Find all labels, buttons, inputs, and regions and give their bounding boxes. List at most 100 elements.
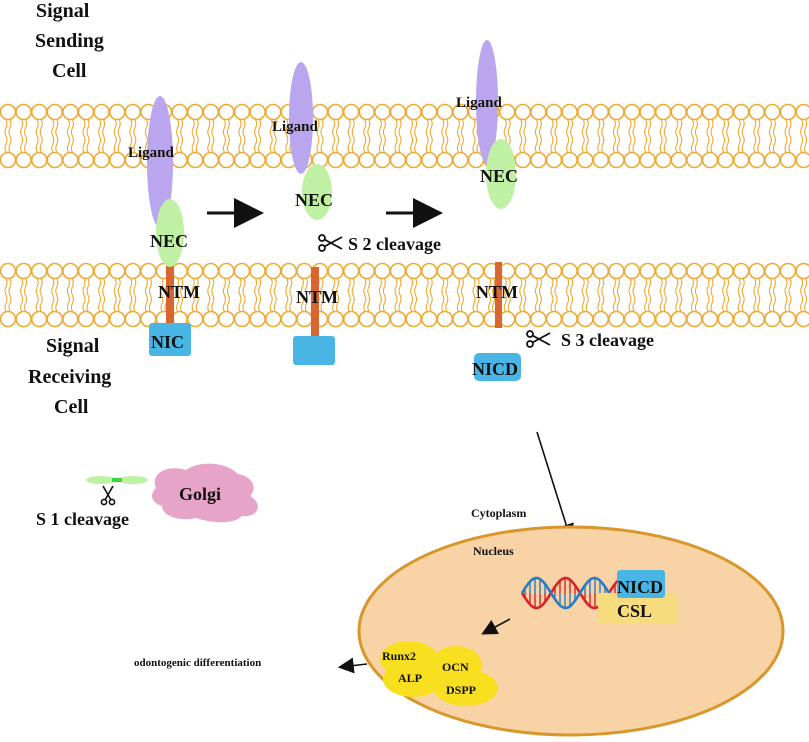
- lipid-head: [77, 310, 95, 328]
- lipid-tails: [4, 278, 808, 312]
- lipid-head: [311, 103, 329, 121]
- lipid-head: [0, 103, 17, 121]
- lipid-head: [264, 151, 282, 169]
- lipid-head: [717, 103, 734, 121]
- lipid-head: [717, 262, 734, 280]
- lipid-head: [545, 103, 563, 121]
- nicd-box: [617, 570, 665, 598]
- lipid-head: [30, 310, 48, 328]
- lipid-head: [701, 262, 719, 280]
- lipid-head: [108, 262, 126, 280]
- nicd-label: NICD: [617, 577, 663, 597]
- lipid-head: [670, 103, 688, 121]
- ligand-label: Ligand: [456, 95, 503, 111]
- ligand-label: Ligand: [128, 145, 175, 161]
- lipid-head: [654, 151, 672, 169]
- ntm-bar: [495, 262, 502, 328]
- lipid-head: [0, 262, 17, 280]
- lipid-head: [717, 310, 734, 328]
- lipid-head: [218, 262, 235, 280]
- dspp-label: DSPP: [446, 683, 476, 697]
- lipid-tails: [4, 119, 808, 153]
- lipid-head: [764, 103, 781, 121]
- lipid-head: [264, 310, 282, 328]
- ocn-label: OCN: [442, 660, 469, 674]
- lipid-head: [639, 151, 656, 169]
- lipid-head: [327, 151, 344, 169]
- lipid-head: [732, 103, 750, 121]
- lipid-head: [0, 310, 17, 328]
- lipid-head: [46, 262, 64, 280]
- lipid-head: [654, 310, 672, 328]
- lipid-head: [108, 310, 126, 328]
- lipid-head: [623, 310, 641, 328]
- lipid-head: [15, 262, 32, 280]
- notch-precursor-link: [112, 478, 122, 482]
- lipid-head: [389, 151, 407, 169]
- lipid-head: [186, 262, 204, 280]
- lipid-head: [327, 262, 344, 280]
- lipid-head: [46, 151, 64, 169]
- notch-precursor-right: [118, 476, 148, 484]
- lipid-head: [623, 151, 641, 169]
- nec-label: NEC: [150, 231, 188, 251]
- sending-title-line2: Sending: [35, 30, 104, 52]
- lipid-head: [374, 262, 391, 280]
- lipid-head: [436, 310, 454, 328]
- lipid-head: [389, 262, 407, 280]
- lipid-head: [420, 103, 438, 121]
- lipid-head: [686, 151, 703, 169]
- lipid-head: [608, 151, 625, 169]
- lipid-head: [93, 310, 110, 328]
- nicd-box: [474, 353, 521, 381]
- lipid-head: [530, 103, 547, 121]
- lipid-head: [639, 103, 656, 121]
- lipid-head: [140, 262, 157, 280]
- nec-shape: [156, 199, 184, 267]
- lipid-head: [93, 262, 110, 280]
- lipid-head: [46, 103, 64, 121]
- lipid-head: [701, 103, 719, 121]
- ligand-shape: [289, 62, 313, 174]
- ligand-shape: [147, 96, 173, 228]
- lipid-head: [374, 103, 391, 121]
- lipid-head: [545, 310, 563, 328]
- s2-cleavage-label: S 2 cleavage: [348, 234, 441, 254]
- lipid-head: [77, 103, 95, 121]
- nec-shape: [486, 139, 516, 209]
- lipid-head: [202, 262, 220, 280]
- ntm-bar: [311, 267, 319, 339]
- lipid-head: [576, 310, 594, 328]
- lipid-head: [779, 151, 797, 169]
- notch-precursor-left: [86, 476, 116, 484]
- nucleus-label: Nucleus: [473, 544, 514, 558]
- golgi-shape: [152, 463, 258, 523]
- lipid-head: [530, 262, 547, 280]
- arrow-to-differentiation: [337, 657, 368, 674]
- runx2-label: Runx2: [382, 649, 416, 663]
- lipid-head: [561, 310, 578, 328]
- lipid-head: [686, 103, 703, 121]
- lipid-head: [405, 262, 422, 280]
- lipid-head: [732, 151, 750, 169]
- lipid-head: [358, 151, 376, 169]
- ntm-label: NTM: [476, 282, 518, 302]
- lipid-head: [748, 151, 766, 169]
- lipid-head: [15, 151, 32, 169]
- lipid-head: [358, 103, 376, 121]
- lipid-head: [452, 310, 469, 328]
- lipid-head: [670, 310, 688, 328]
- notch-stage-2: Ligand NEC NTM: [272, 62, 338, 365]
- lipid-head: [171, 151, 188, 169]
- lipid-head: [545, 151, 563, 169]
- lipid-head: [467, 310, 485, 328]
- dna-helix: [520, 576, 623, 610]
- golgi-label: Golgi: [179, 484, 221, 504]
- lipid-head: [342, 262, 360, 280]
- lipid-head: [576, 103, 594, 121]
- lipid-head: [748, 262, 766, 280]
- lipid-head: [15, 310, 32, 328]
- lipid-head: [623, 103, 641, 121]
- lipid-head: [264, 262, 282, 280]
- lipid-head: [296, 310, 313, 328]
